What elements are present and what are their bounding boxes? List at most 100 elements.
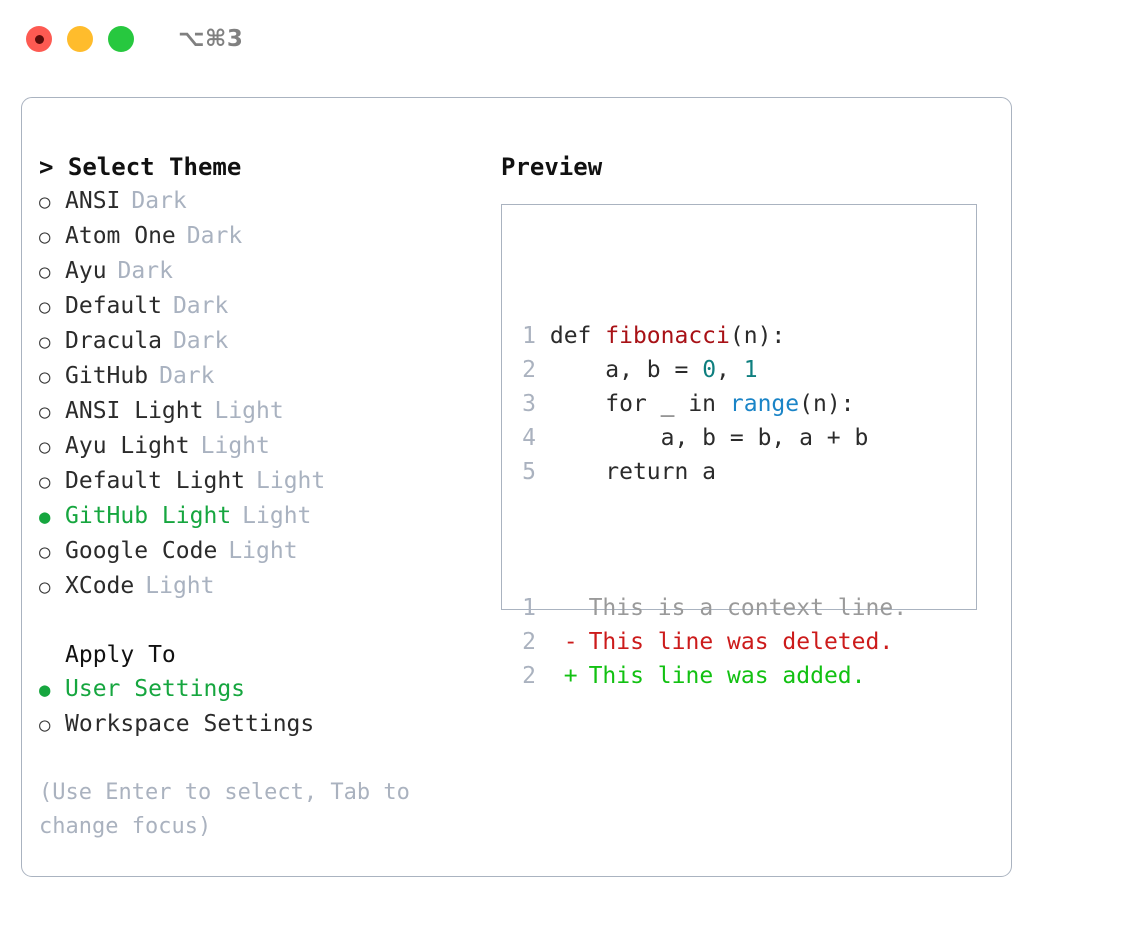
diff-line: 1 This is a context line. (516, 591, 907, 625)
code-token: 0 (702, 357, 717, 383)
theme-option-tag: Dark (172, 293, 229, 319)
theme-option[interactable]: ○ ANSI Light Light (39, 394, 479, 429)
code-token: a, b = b, a + b (549, 425, 869, 451)
theme-option-tag: Light (256, 468, 326, 494)
theme-option-label: GitHub Light (65, 503, 232, 529)
theme-option[interactable]: ○ Default Dark (39, 289, 479, 324)
theme-option-tag: Dark (131, 188, 187, 214)
diff-lines: 1 This is a context line.2 - This line w… (516, 591, 907, 693)
apply-to-header: Apply To (65, 642, 176, 668)
theme-option-label: Dracula (65, 328, 162, 354)
theme-option[interactable]: ○ Ayu Dark (39, 254, 479, 289)
radio-unselected-icon: ○ (39, 576, 51, 598)
diff-text: This line was added. (588, 663, 866, 689)
code-token: (n): (799, 391, 855, 417)
code-line-number: 4 (522, 425, 536, 451)
code-token: 1 (743, 357, 758, 383)
radio-selected-icon: ● (39, 679, 51, 701)
window-shortcut-label: ⌥⌘3 (178, 26, 244, 52)
radio-unselected-icon: ○ (39, 261, 51, 283)
preview-column: Preview 1 def fibonacci(n):2 a, b = 0, 1… (501, 150, 991, 689)
caret-icon: > (39, 153, 54, 181)
theme-option-tag: Dark (186, 223, 243, 249)
minimize-button-icon[interactable] (67, 26, 93, 52)
apply-to-option[interactable]: ● User Settings (39, 672, 479, 707)
code-token: range (729, 391, 800, 417)
diff-line-number: 2 (522, 629, 536, 655)
code-line-number: 5 (522, 459, 536, 485)
theme-option[interactable]: ○ Dracula Dark (39, 324, 479, 359)
apply-to-list: ● User Settings ○Workspace Settings (39, 672, 479, 742)
code-line: 4 a, b = b, a + b (516, 421, 907, 455)
theme-option-label: Default (65, 293, 162, 319)
theme-option-tag: Light (228, 538, 298, 564)
code-token: , (716, 357, 744, 383)
code-token: (n): (729, 323, 786, 349)
code-line: 3 for _ in range(n): (516, 387, 907, 421)
theme-option[interactable]: ○ Ayu Light Light (39, 429, 479, 464)
preview-title: Preview (501, 153, 603, 181)
diff-text: This is a context line. (588, 595, 908, 621)
theme-option-label: Google Code (65, 538, 218, 564)
close-button-icon[interactable] (26, 26, 52, 52)
theme-option[interactable]: ○ Google Code Light (39, 534, 479, 569)
code-token: for _ in (549, 391, 730, 417)
theme-option-tag: Dark (172, 328, 229, 354)
diff-line: 2 - This line was deleted. (516, 625, 907, 659)
radio-unselected-icon: ○ (39, 226, 51, 248)
keyboard-hint: (Use Enter to select, Tab to change focu… (39, 780, 410, 839)
code-token: fibonacci (605, 323, 730, 349)
theme-option[interactable]: ● GitHub Light Light (39, 499, 479, 534)
radio-unselected-icon: ○ (39, 401, 51, 423)
radio-unselected-icon: ○ (39, 296, 51, 318)
apply-to-option-label: User Settings (65, 676, 246, 702)
radio-unselected-icon: ○ (39, 366, 51, 388)
theme-option-tag: Light (214, 398, 284, 424)
zoom-button-icon[interactable] (108, 26, 134, 52)
radio-unselected-icon: ○ (39, 541, 51, 563)
apply-to-option-label: Workspace Settings (65, 711, 315, 737)
radio-selected-icon: ● (39, 506, 51, 528)
radio-unselected-icon: ○ (39, 471, 51, 493)
theme-option-tag: Light (242, 503, 312, 529)
theme-option[interactable]: ○ GitHub Dark (39, 359, 479, 394)
theme-option-tag: Dark (159, 363, 215, 389)
code-token: def (549, 323, 606, 349)
diff-marker: + (563, 663, 578, 689)
radio-unselected-icon: ○ (39, 436, 51, 458)
code-line: 5 return a (516, 455, 907, 489)
theme-option-tag: Dark (117, 258, 173, 284)
theme-option[interactable]: ○ Default Light Light (39, 464, 479, 499)
diff-text: This line was deleted. (588, 629, 894, 655)
radio-unselected-icon: ○ (39, 331, 51, 353)
theme-option-label: Default Light (65, 468, 246, 494)
theme-option-tag: Light (200, 433, 270, 459)
diff-marker (564, 591, 575, 625)
code-line: 2 a, b = 0, 1 (516, 353, 907, 387)
theme-option-label: ANSI Light (65, 398, 204, 424)
select-theme-header: > Select Theme (39, 150, 479, 184)
theme-option-label: GitHub (65, 363, 149, 389)
theme-option-label: XCode (65, 573, 135, 599)
code-line-number: 2 (522, 357, 536, 383)
theme-option-label: Ayu Light (65, 433, 190, 459)
code-token: return a (549, 459, 717, 485)
theme-option-label: Ayu (65, 258, 107, 284)
diff-line-number: 2 (522, 663, 536, 689)
title-bar: ⌥⌘3 (0, 0, 1140, 78)
section-spacer (39, 604, 479, 638)
code-line-number: 1 (522, 323, 536, 349)
traffic-light-buttons (26, 26, 134, 52)
diff-line-number: 1 (522, 595, 536, 621)
apply-to-option[interactable]: ○Workspace Settings (39, 707, 479, 742)
